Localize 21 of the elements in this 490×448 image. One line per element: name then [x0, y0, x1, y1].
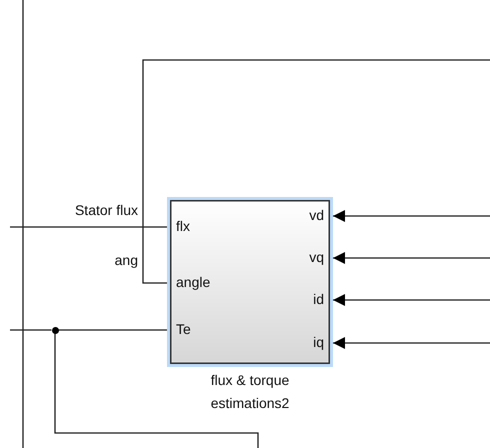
port-label: vq — [309, 249, 324, 265]
edge-label: ang — [114, 252, 138, 268]
signal-line — [10, 329, 52, 331]
signal-arrow — [333, 252, 490, 264]
subsystem-block — [167, 197, 333, 367]
port-label: iq — [313, 334, 324, 350]
signal-line — [58, 329, 167, 331]
junction-dot — [52, 326, 58, 334]
port-label: vd — [309, 207, 324, 223]
edge-label: Stator flux — [74, 202, 138, 218]
signal-arrow — [333, 210, 490, 222]
port-label: flx — [176, 218, 190, 234]
signal-arrow — [333, 337, 490, 349]
port-label: id — [313, 291, 324, 307]
signal-arrow — [333, 294, 490, 306]
signal-line — [10, 226, 167, 228]
signal-line — [54, 334, 259, 448]
block-caption: flux & torque estimations2 — [210, 371, 290, 413]
port-label: Te — [176, 321, 191, 337]
signal-line — [142, 59, 490, 284]
port-label: angle — [176, 274, 210, 290]
